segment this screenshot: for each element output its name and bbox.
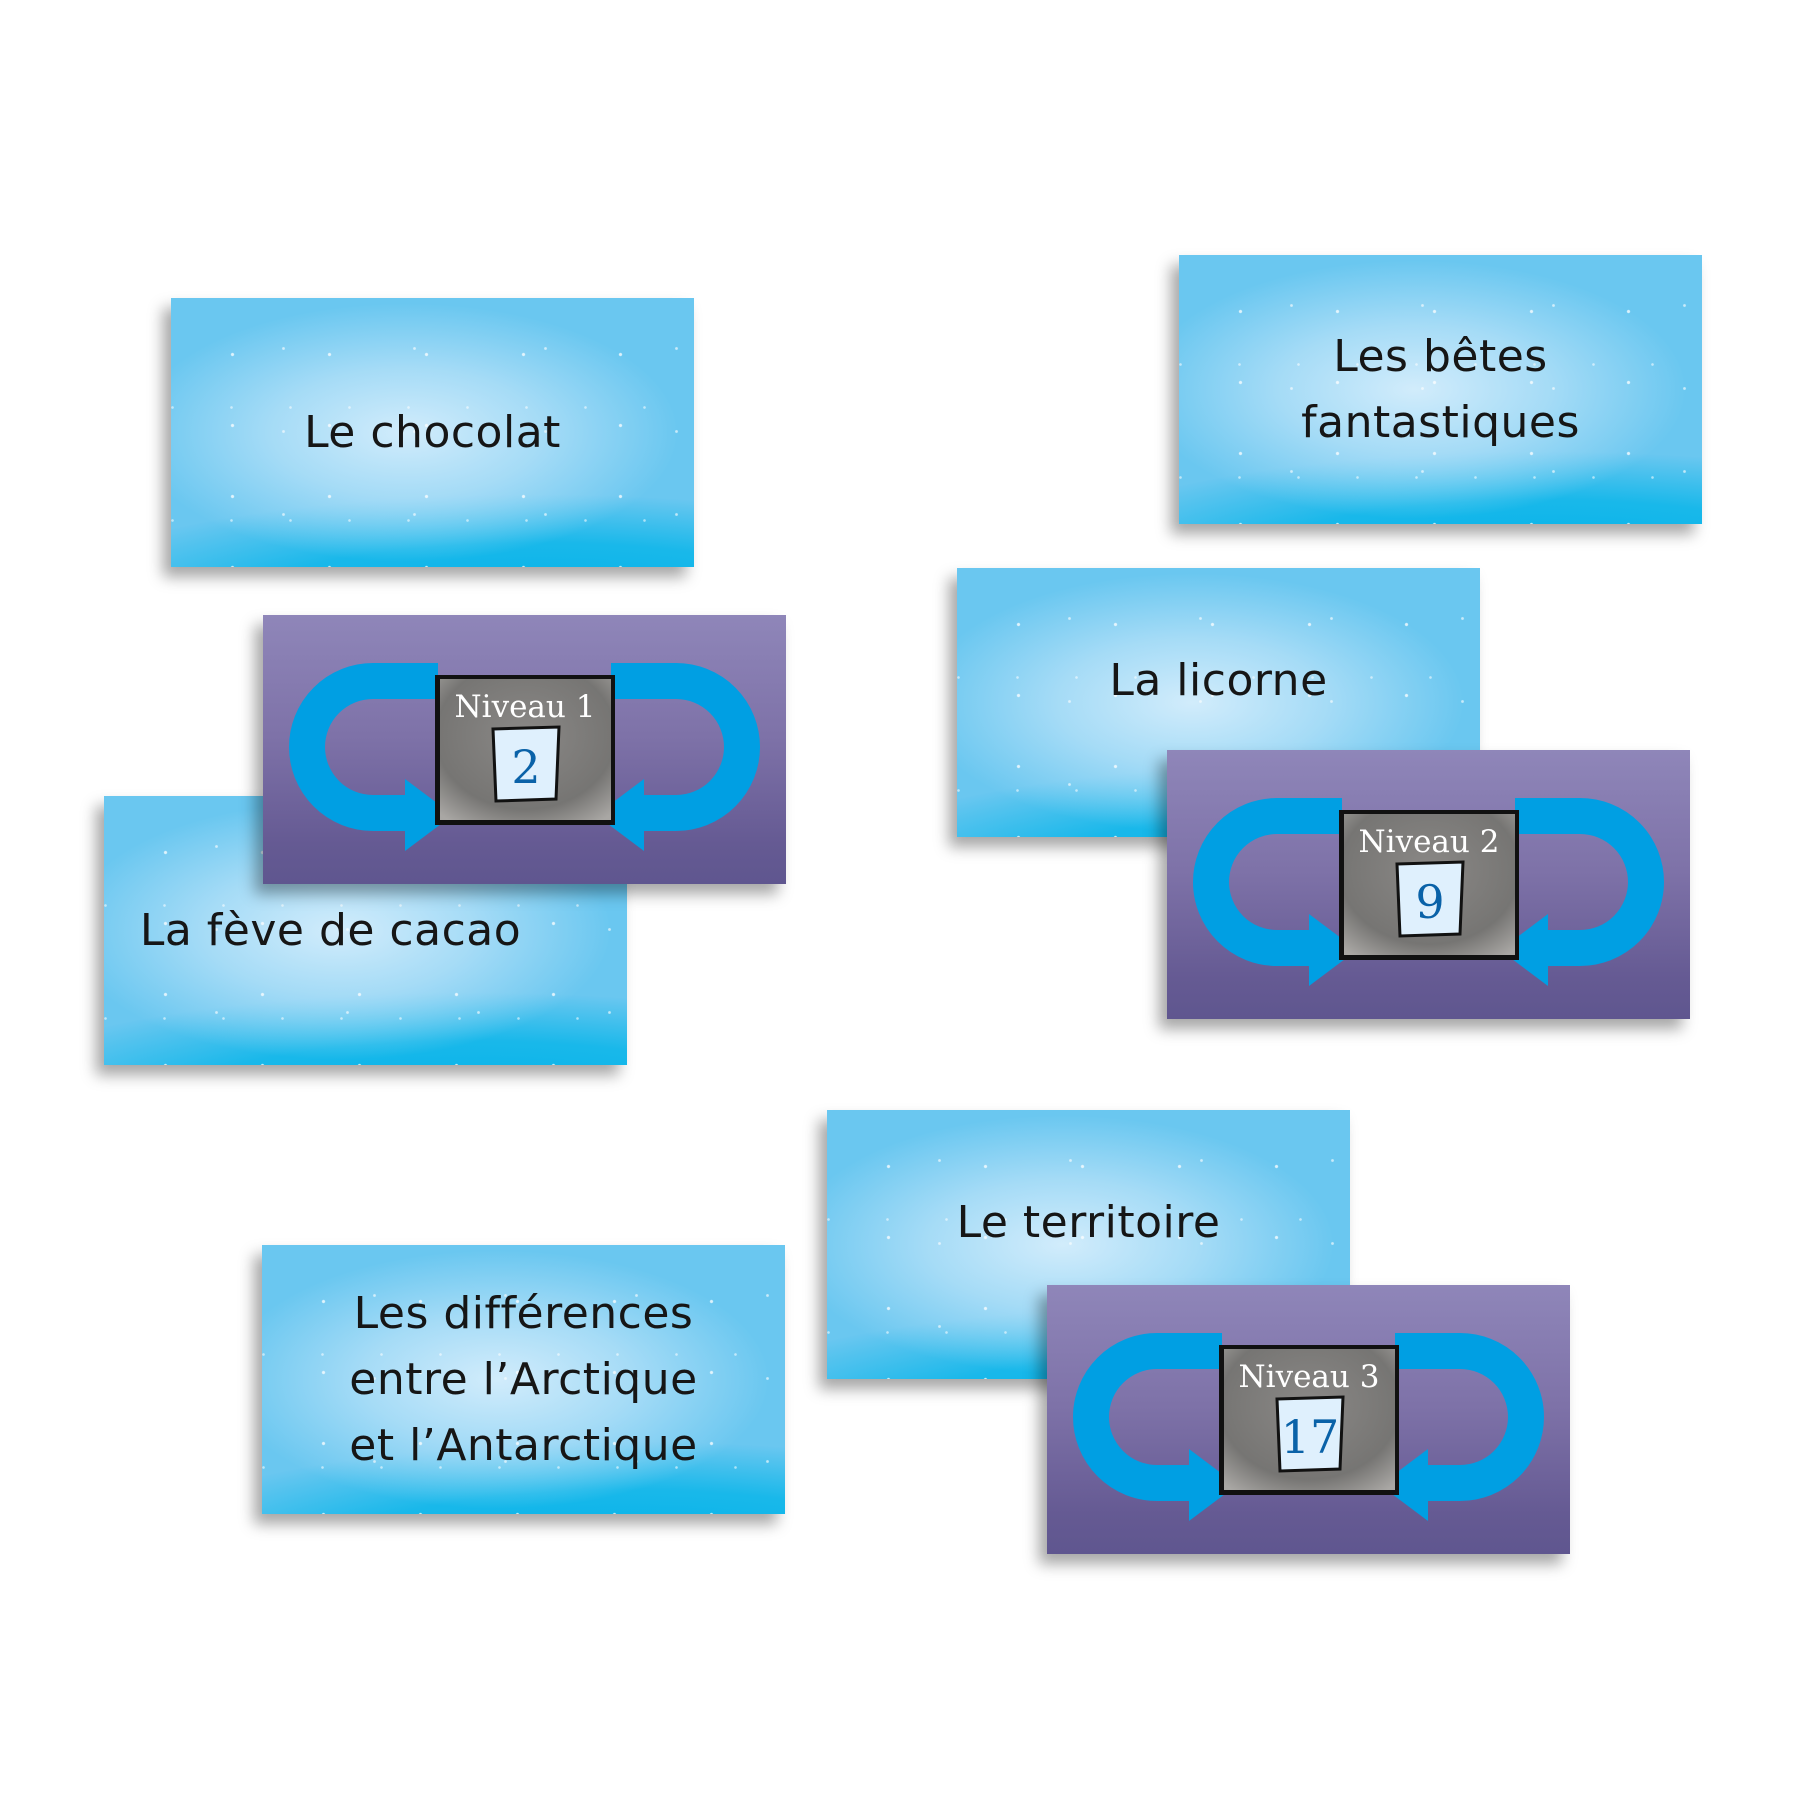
topic-card-chocolat[interactable]: Le chocolat <box>171 298 694 567</box>
level-card-1[interactable]: Niveau 1 2 <box>263 615 786 884</box>
topic-card-label: Le chocolat <box>304 406 561 458</box>
sparkle-texture <box>171 298 694 567</box>
sparkle-texture <box>262 1245 785 1514</box>
level-title: Niveau 1 <box>455 689 596 725</box>
cycle-arrows-icon: Niveau 2 9 <box>1193 798 1664 986</box>
topic-card-label: Les bêtes fantastiques <box>1301 330 1580 448</box>
topic-card-label: La fève de cacao <box>139 904 522 956</box>
topic-card-differences[interactable]: Les différences entre l’Arctique et l’An… <box>262 1245 785 1514</box>
level-card-2[interactable]: Niveau 2 9 <box>1167 750 1690 1019</box>
cycle-arrows-icon: Niveau 1 2 <box>289 663 760 851</box>
level-number: 17 <box>1281 1410 1340 1464</box>
level-badge: Niveau 3 17 <box>1219 1345 1399 1495</box>
topic-card-label: Les différences entre l’Arctique et l’An… <box>349 1287 698 1471</box>
level-card-3[interactable]: Niveau 3 17 <box>1047 1285 1570 1554</box>
level-number: 2 <box>511 740 540 794</box>
level-badge: Niveau 2 9 <box>1339 810 1519 960</box>
level-number: 9 <box>1415 875 1444 929</box>
topic-card-label: Le territoire <box>956 1196 1221 1248</box>
level-title: Niveau 2 <box>1359 824 1500 860</box>
sparkle-texture <box>1179 255 1702 524</box>
cycle-arrows-icon: Niveau 3 17 <box>1073 1333 1544 1521</box>
level-title: Niveau 3 <box>1239 1359 1380 1395</box>
topic-card-betes[interactable]: Les bêtes fantastiques <box>1179 255 1702 524</box>
topic-card-label: La licorne <box>1109 654 1328 706</box>
level-badge: Niveau 1 2 <box>435 675 615 825</box>
